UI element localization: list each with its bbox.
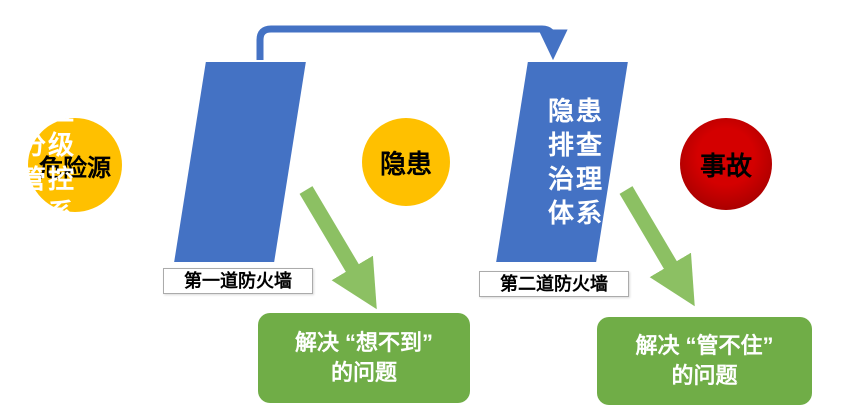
wall2-line-2: 排查 bbox=[547, 130, 604, 160]
hidden-danger-label: 隐患 bbox=[379, 148, 432, 179]
wall1-line-1: 风险 bbox=[19, 96, 76, 126]
risk-control-wall-text: 风险 分级 管控 体系 bbox=[0, 94, 96, 230]
solution1-line-1: 解决 “想不到” bbox=[294, 330, 434, 355]
loop-connector-arrow bbox=[256, 25, 568, 61]
wall1-line-2: 分级 bbox=[19, 130, 76, 160]
solution1-line-2: 的问题 bbox=[330, 360, 397, 385]
wall1-line-4: 体系 bbox=[19, 198, 76, 228]
solution-arrow-1 bbox=[299, 186, 377, 310]
risk-control-wall-shape bbox=[174, 62, 306, 262]
hazard-source-label: 危险源 bbox=[39, 154, 111, 182]
solution2-line-2: 的问题 bbox=[671, 363, 738, 388]
accident-node: 事故 bbox=[680, 118, 772, 210]
wall1-line-3: 管控 bbox=[19, 164, 76, 194]
wall2-line-4: 体系 bbox=[547, 198, 604, 228]
wall2-line-3: 治理 bbox=[547, 164, 604, 194]
solution-box-1: 解决 “想不到” 的问题 bbox=[258, 313, 470, 403]
second-firewall-caption: 第二道防火墙 bbox=[479, 271, 629, 297]
solution-arrow-2 bbox=[619, 186, 695, 307]
hazard-source-node: 危险源 bbox=[28, 118, 122, 212]
danger-treatment-wall-text: 隐患 排查 治理 体系 bbox=[528, 94, 624, 230]
solution-box-2: 解决 “管不住” 的问题 bbox=[597, 317, 812, 405]
hidden-danger-node: 隐患 bbox=[362, 118, 450, 206]
first-firewall-caption: 第一道防火墙 bbox=[163, 268, 313, 294]
solution2-line-1: 解决 “管不住” bbox=[635, 333, 774, 358]
wall2-line-1: 隐患 bbox=[547, 96, 604, 126]
accident-label: 事故 bbox=[699, 150, 752, 181]
